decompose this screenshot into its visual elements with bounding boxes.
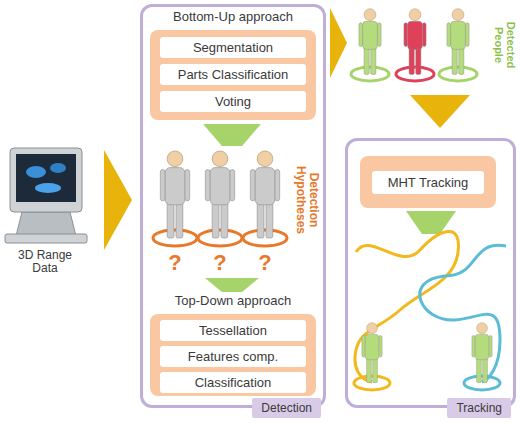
hypothesis-figures <box>153 151 287 246</box>
box-label: Voting <box>215 94 251 109</box>
tracking-group <box>360 156 496 208</box>
trajectory <box>355 231 459 382</box>
question-mark: ? <box>253 251 277 274</box>
group-heading: Bottom-Up approach <box>150 9 316 24</box>
panel-tab: Tracking <box>447 398 511 418</box>
approach-group: TessellationFeatures comp. Classification… <box>150 314 316 396</box>
computer-icon <box>5 148 87 243</box>
question-mark: ? <box>208 251 232 274</box>
trajectory <box>420 245 506 382</box>
process-box: Features comp. <box>160 346 306 367</box>
process-box: Parts Classification <box>160 64 306 85</box>
input-label: 3D Range Data <box>14 249 76 275</box>
detected-figures <box>351 9 477 81</box>
stage-label: Detection Hypotheses <box>294 164 320 236</box>
box-label: Parts Classification <box>178 67 289 82</box>
tracked-person <box>362 323 382 383</box>
panel-tab: Detection <box>252 398 321 418</box>
box-label: Tessellation <box>199 323 267 338</box>
flow-chevron <box>104 150 132 250</box>
question-mark: ? <box>163 251 187 274</box>
process-box: Segmentation <box>160 37 306 58</box>
approach-group: SegmentationParts ClassificationVotingBo… <box>150 30 316 120</box>
process-box: Tessellation <box>160 320 306 341</box>
tracked-person <box>472 323 492 383</box>
box-label: MHT Tracking <box>388 175 469 190</box>
tracking-panel: MHT TrackingTracking <box>345 138 516 408</box>
process-box: Voting <box>160 91 306 112</box>
stage-label: Detected People <box>493 14 517 76</box>
box-label: Segmentation <box>193 40 273 55</box>
process-box: Classification <box>160 372 306 393</box>
flow-chevron <box>410 95 470 128</box>
track-marker <box>464 376 500 390</box>
flow-chevron <box>330 8 347 78</box>
group-heading: Top-Down approach <box>150 293 316 308</box>
box-label: Features comp. <box>188 349 278 364</box>
box-label: Classification <box>195 375 272 390</box>
process-box: MHT Tracking <box>372 171 484 194</box>
track-marker <box>354 376 390 390</box>
step-arrow <box>203 124 261 146</box>
step-arrow <box>205 278 259 292</box>
